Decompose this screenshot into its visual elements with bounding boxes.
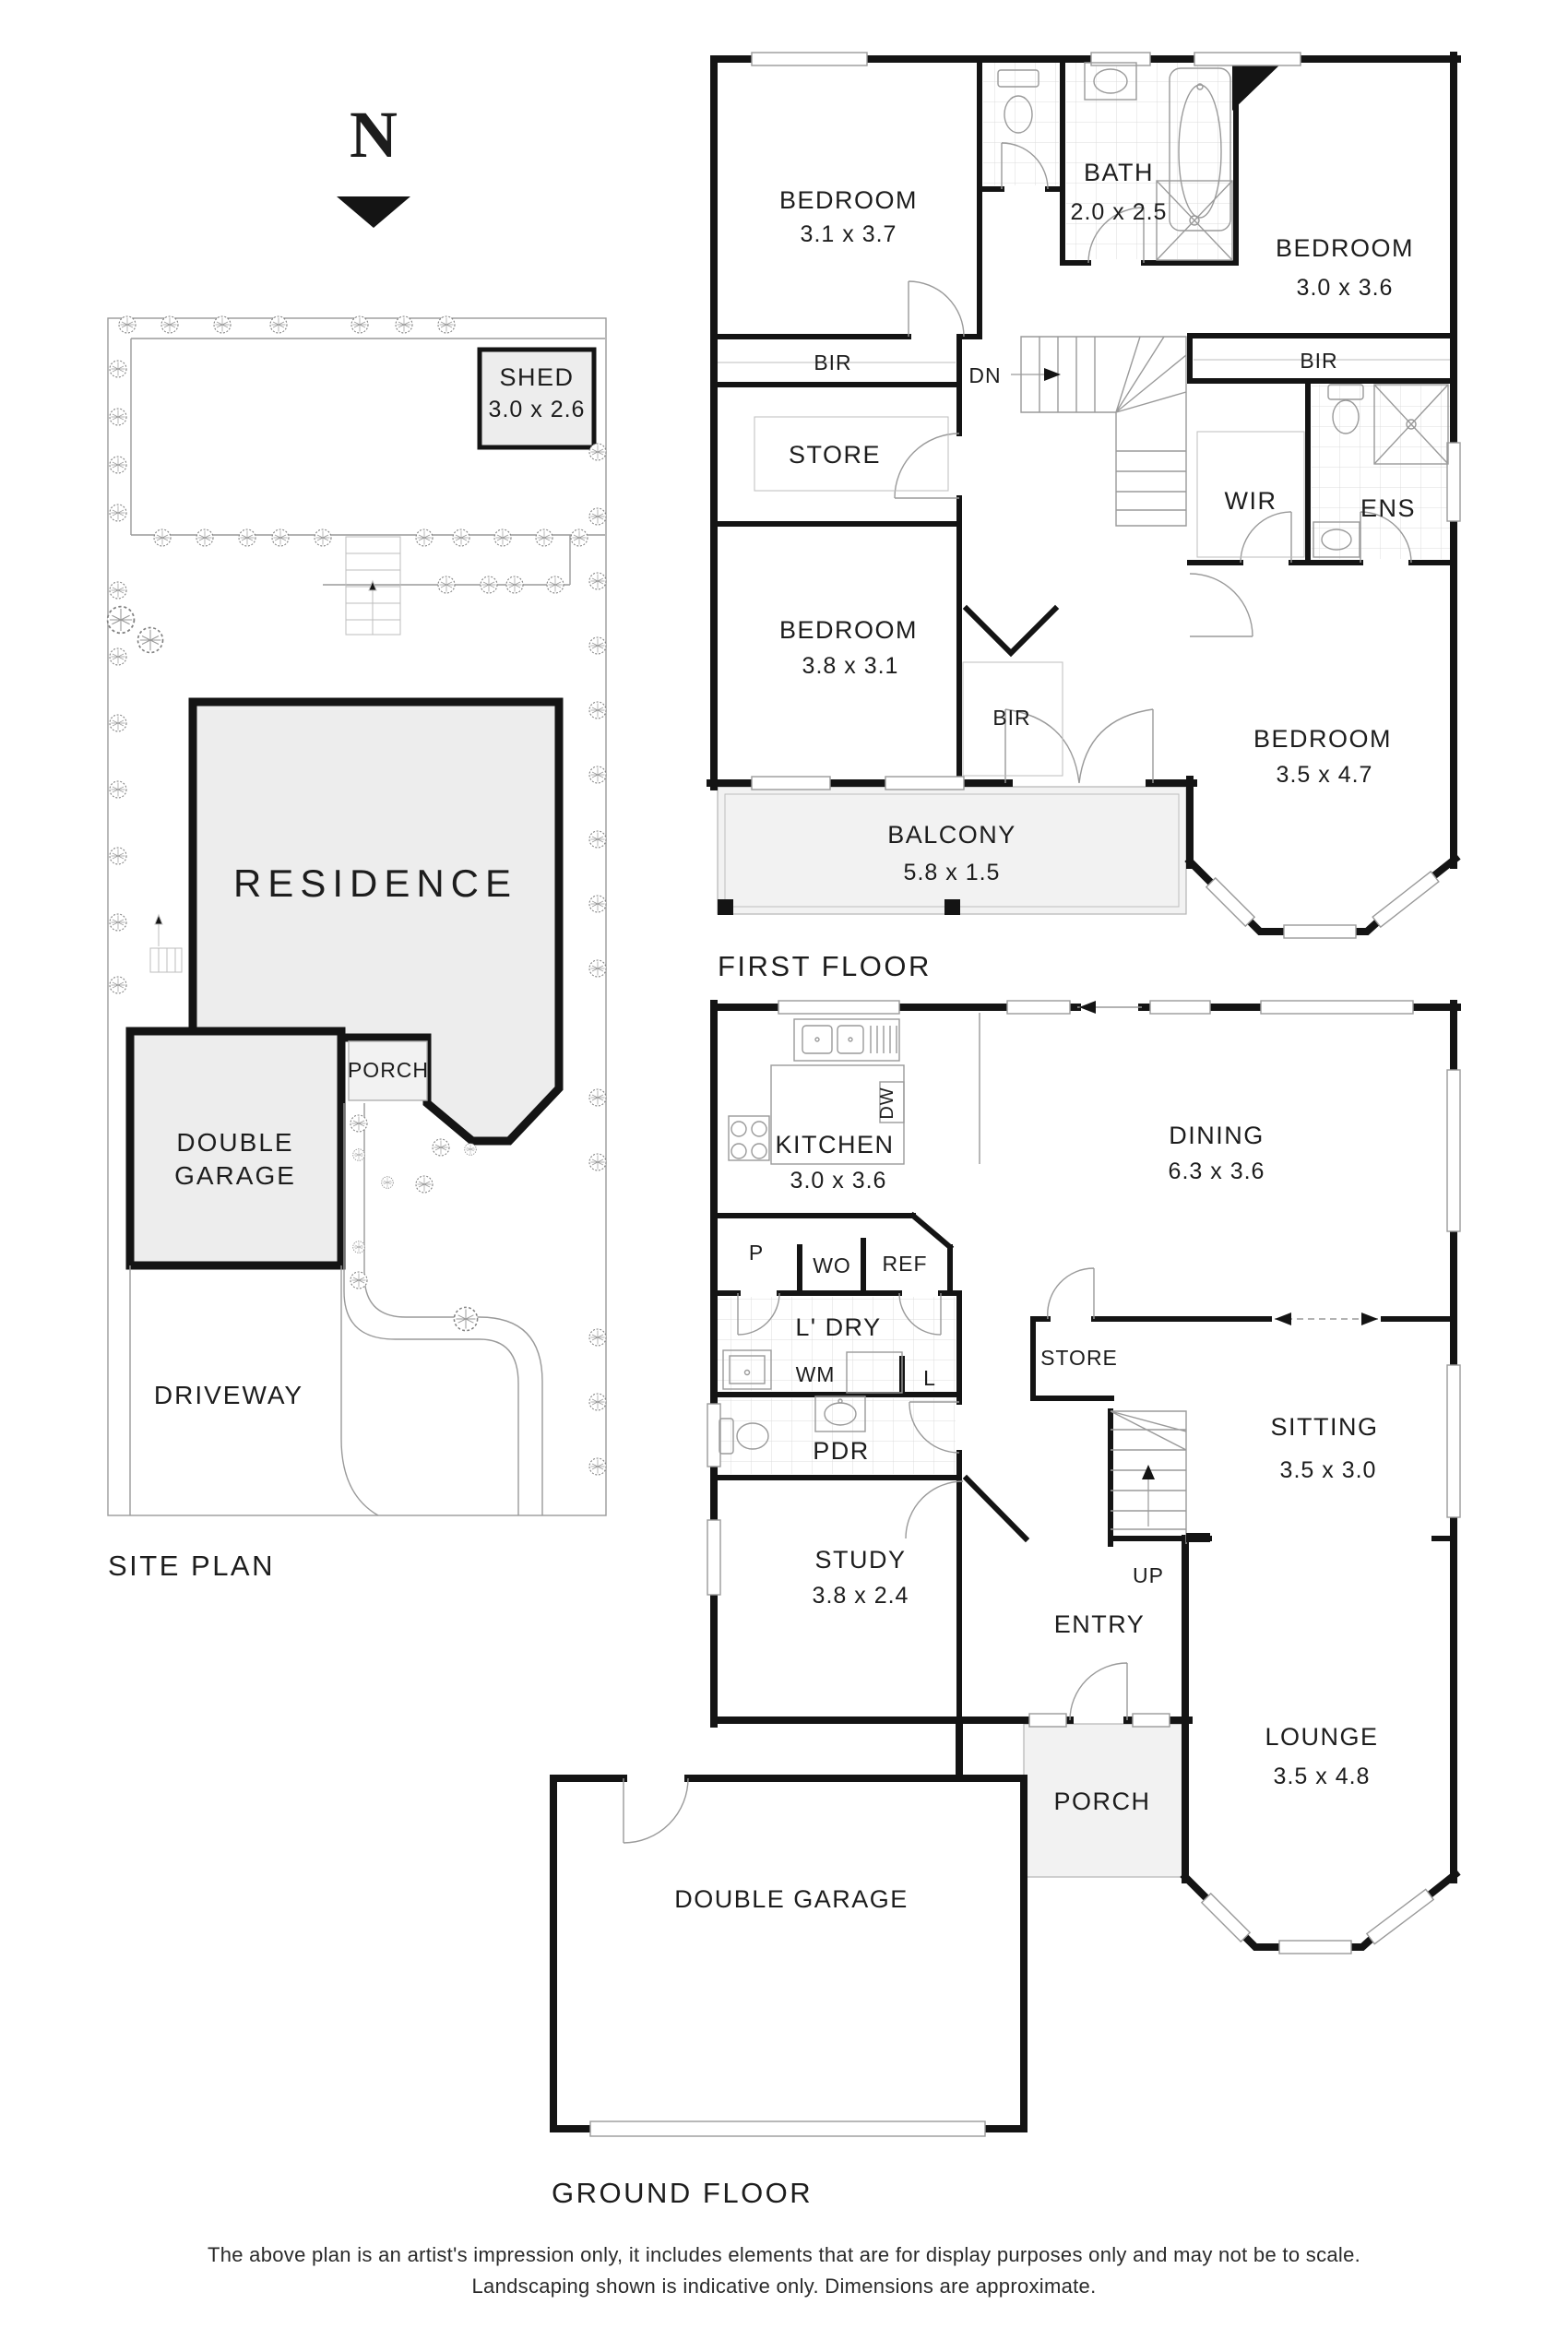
pdr-tiles [718, 1398, 956, 1474]
ff-bath-dim: 2.0 x 2.5 [1071, 199, 1168, 225]
disclaimer-line-2: Landscaping shown is indicative only. Di… [472, 2275, 1097, 2298]
ground-floor-plan: PORCH [550, 1000, 1461, 2209]
ens-fixtures [1313, 384, 1449, 558]
ff-bedroom3-dim: 3.8 x 3.1 [802, 653, 899, 679]
wm-label: WM [796, 1362, 836, 1386]
balcony-label: BALCONY [887, 821, 1016, 849]
gf-garage-walls [550, 1716, 1028, 2132]
ff-bedroom2-label: BEDROOM [1276, 234, 1414, 262]
driveway-label: DRIVEWAY [154, 1381, 303, 1409]
site-plan: SHED 3.0 x 2.6 RESIDENCE PORCH DOUBLE GA… [106, 315, 607, 1582]
dn-label: DN [968, 363, 1001, 387]
ff-stairs [1011, 336, 1187, 527]
dining-dim: 6.3 x 3.6 [1169, 1158, 1265, 1184]
ff-windows [751, 52, 1461, 939]
pantry-label: P [749, 1241, 764, 1265]
linen-label: L [923, 1366, 936, 1390]
site-steps-top [345, 536, 401, 636]
wo-label: WO [813, 1253, 851, 1277]
gf-stair-wall-stub [1186, 1533, 1210, 1542]
up-label: UP [1133, 1563, 1164, 1587]
driveway: DRIVEWAY [129, 1103, 543, 1516]
ens-tiles [1312, 385, 1450, 559]
dw-label: DW [877, 1087, 897, 1119]
disclaimer: The above plan is an artist's impression… [208, 2243, 1360, 2298]
gf-garage-label: DOUBLE GARAGE [674, 1885, 909, 1913]
ff-bedroom1-label: BEDROOM [779, 186, 918, 214]
ff-bir-small-label: BIR [992, 706, 1030, 730]
north-arrow-icon [337, 196, 410, 228]
laundry-fixtures [722, 1349, 903, 1394]
site-garage-label-1: DOUBLE [176, 1128, 293, 1157]
first-floor-plan: BALCONY 5.8 x 1.5 DN [707, 52, 1461, 982]
kitchen-label: KITCHEN [775, 1131, 894, 1158]
kitchen-fixtures [728, 1013, 980, 1165]
ff-bedroom4-label: BEDROOM [1253, 725, 1392, 753]
study-dim: 3.8 x 2.4 [813, 1583, 909, 1609]
bath-tiles [1066, 63, 1232, 259]
ff-joinery [718, 359, 1450, 777]
kitchen-dim: 3.0 x 3.6 [790, 1168, 887, 1194]
gf-windows [707, 1000, 1461, 1954]
gf-exterior-walls [710, 1000, 1461, 1951]
shed-dim: 3.0 x 2.6 [489, 397, 586, 422]
site-plan-title: SITE PLAN [108, 1550, 275, 1582]
bath-fixtures [1084, 62, 1233, 261]
gf-porch-label: PORCH [1053, 1788, 1150, 1815]
site-fences [130, 338, 605, 586]
wc-tiles [983, 63, 1059, 185]
gf-porch: PORCH [1023, 1723, 1186, 1878]
site-garage-label-2: GARAGE [174, 1161, 296, 1190]
site-steps-left [149, 913, 183, 973]
ff-bath-label: BATH [1084, 159, 1154, 186]
ff-bedroom1-dim: 3.1 x 3.7 [801, 221, 897, 247]
shed-label: SHED [499, 363, 574, 391]
ff-bedroom4-dim: 3.5 x 4.7 [1277, 762, 1373, 788]
ff-bedroom3-label: BEDROOM [779, 616, 918, 644]
ground-floor-title: GROUND FLOOR [552, 2177, 813, 2209]
lounge-dim: 3.5 x 4.8 [1274, 1764, 1371, 1789]
balcony-dim: 5.8 x 1.5 [904, 860, 1001, 885]
pdr-label: PDR [813, 1437, 870, 1465]
ff-corner-fill [1232, 61, 1284, 111]
dining-label: DINING [1169, 1122, 1265, 1149]
residence-label: RESIDENCE [233, 861, 517, 905]
ff-ens-label: ENS [1360, 494, 1416, 522]
site-garage: DOUBLE GARAGE [125, 1027, 346, 1270]
ff-store-label: STORE [789, 441, 881, 469]
ref-label: REF [883, 1252, 928, 1276]
gf-opening-arrows [1077, 1001, 1378, 1325]
first-floor-title: FIRST FLOOR [718, 950, 932, 982]
garage-door [589, 2120, 986, 2137]
ff-bedroom2-dim: 3.0 x 3.6 [1297, 275, 1394, 301]
laundry-label: L' DRY [795, 1313, 881, 1341]
ff-bir-right-label: BIR [1300, 349, 1337, 373]
ff-interior-walls [711, 56, 1456, 782]
north-label: N [350, 98, 398, 172]
sitting-label: SITTING [1271, 1413, 1379, 1441]
pdr-fixtures [719, 1396, 866, 1455]
ff-bir-left-label: BIR [814, 350, 851, 374]
sitting-dim: 3.5 x 3.0 [1280, 1457, 1377, 1483]
shed: SHED 3.0 x 2.6 [477, 347, 597, 450]
gf-stairs [1110, 1410, 1187, 1544]
gf-doors [623, 1267, 1128, 1844]
wc-toilet-icon [997, 69, 1039, 134]
ff-doors [894, 142, 1412, 784]
balcony: BALCONY 5.8 x 1.5 [717, 786, 1187, 915]
disclaimer-line-1: The above plan is an artist's impression… [208, 2243, 1360, 2266]
laundry-tiles [718, 1297, 956, 1391]
study-label: STUDY [814, 1546, 906, 1574]
site-porch-label: PORCH [348, 1058, 429, 1082]
ff-wir-label: WIR [1225, 487, 1277, 515]
lounge-label: LOUNGE [1265, 1723, 1378, 1751]
entry-label: ENTRY [1054, 1610, 1146, 1638]
gf-store-label: STORE [1040, 1346, 1118, 1370]
site-porch: PORCH [348, 1040, 429, 1101]
north-compass: N [337, 98, 410, 228]
